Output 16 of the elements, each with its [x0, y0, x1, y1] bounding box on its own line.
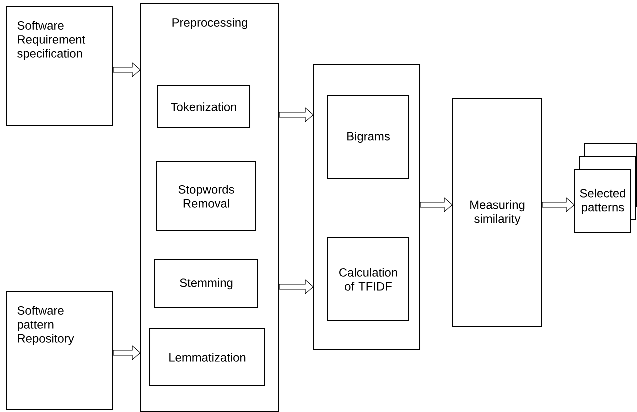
process-box: Stemming — [154, 260, 258, 308]
process-box: Calculation of TFIDF — [328, 238, 410, 322]
process-box: Stopwords Removal — [156, 162, 256, 232]
process-box: Tokenization — [158, 86, 250, 128]
input-box: Software Requirement specification — [6, 6, 114, 126]
hollow-arrow — [113, 345, 141, 361]
process-box: Measuring similarity — [452, 98, 542, 328]
process-box: Lemmatization — [150, 328, 266, 386]
hollow-arrow — [279, 107, 314, 123]
process-box: Bigrams — [328, 96, 410, 180]
input-box: Software pattern Repository — [6, 292, 114, 410]
hollow-arrow — [542, 197, 575, 213]
hollow-arrow — [420, 197, 453, 213]
hollow-arrow — [113, 62, 141, 78]
hollow-arrow — [279, 279, 314, 295]
stacked-box: Selected patterns — [574, 144, 637, 234]
